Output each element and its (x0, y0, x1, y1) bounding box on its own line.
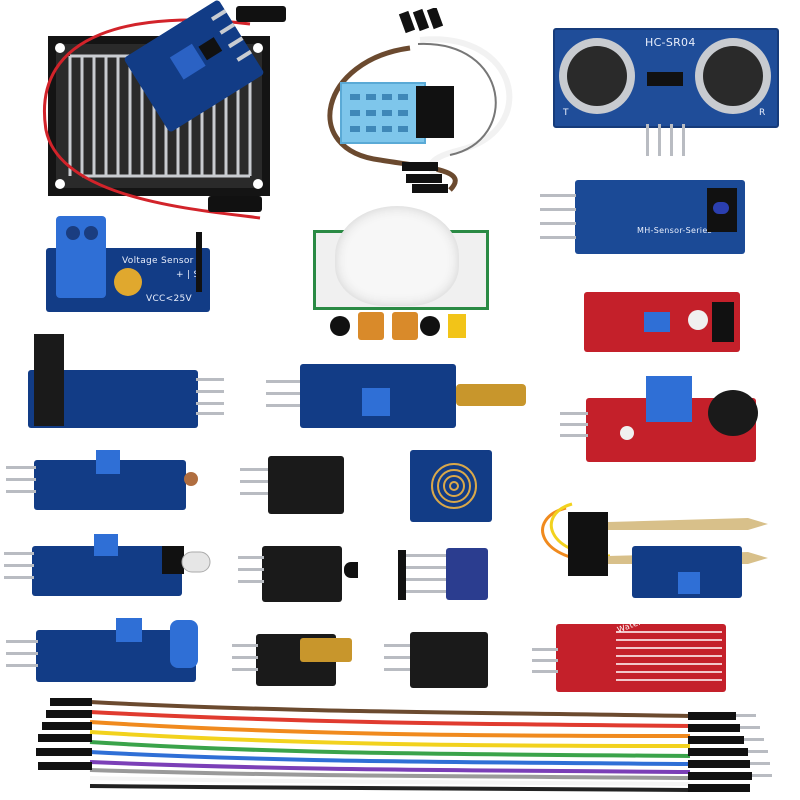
ky-sensor-module (410, 632, 488, 688)
ir-flame-pins (4, 548, 34, 588)
ky-photoresistor-module (268, 456, 344, 514)
ir-receiver-label: MH-Sensor-Series (637, 226, 713, 235)
gy-small-header (398, 550, 446, 600)
sound-sensor-pot (646, 376, 692, 422)
dht11-jumpers (398, 8, 444, 34)
hall-sensor-coil (170, 620, 198, 668)
water-sensor-pins (532, 646, 558, 676)
ultrasonic-sensor: HC-SR04 T R (553, 28, 779, 128)
ir-led (162, 540, 222, 580)
ky-temp-pins (238, 554, 264, 588)
red-wire (42, 18, 261, 220)
voltage-range-label: VCC<25V (146, 294, 192, 304)
ky-temp-module (262, 546, 342, 602)
photoresistor (184, 472, 198, 486)
soil-moisture-board (632, 546, 742, 598)
photo-interrupter-slot (34, 334, 64, 426)
dht11-board (416, 86, 454, 138)
ultrasonic-pins (642, 124, 688, 158)
hall-sensor-module (36, 618, 196, 682)
water-sensor: Water Sensor (556, 606, 726, 692)
ultrasonic-r-label: R (759, 108, 766, 118)
laser-head (300, 638, 352, 662)
voltage-pm-label: + | S (176, 270, 200, 280)
touch-sensor-module (410, 450, 492, 522)
hall-sensor-pins (6, 636, 38, 672)
ky-temp-transistor (344, 562, 358, 578)
gy-small-module (446, 548, 488, 600)
voltage-label: Voltage Sensor (122, 256, 194, 266)
ir-receiver-module: MH-Sensor-Series (575, 180, 745, 254)
sound-sensor-mic (708, 390, 758, 436)
dht11-jumpers-bottom (398, 158, 458, 194)
light-sensor-module (34, 450, 186, 510)
light-sensor-pins (6, 462, 36, 502)
voltage-pin (196, 232, 202, 292)
pir-dome (335, 206, 459, 306)
jumper-black-top (236, 6, 286, 22)
rain-controller-board (123, 0, 265, 133)
ir-receiver-pins (540, 190, 576, 244)
tilt-switch-pins (266, 378, 300, 412)
ky-photoresistor-pins (240, 466, 268, 500)
tilt-switch-tube (456, 384, 526, 406)
ultrasonic-t-label: T (563, 108, 569, 118)
pir-pots (330, 308, 470, 344)
laser-pins (232, 642, 258, 676)
ultrasonic-model-label: HC-SR04 (645, 36, 696, 49)
ky-sensor-pins (384, 642, 410, 676)
jumper-black-bottom (208, 196, 262, 212)
ir-flame-module (32, 534, 182, 596)
jumper-ribbon (36, 698, 772, 792)
dht11-sensor (340, 82, 426, 144)
photo-interrupter-pins (196, 374, 224, 416)
red-sensor-module-1 (584, 292, 740, 352)
voltage-terminal-block (56, 216, 106, 298)
tilt-switch-module (300, 364, 456, 428)
sound-sensor-pins (560, 410, 588, 440)
